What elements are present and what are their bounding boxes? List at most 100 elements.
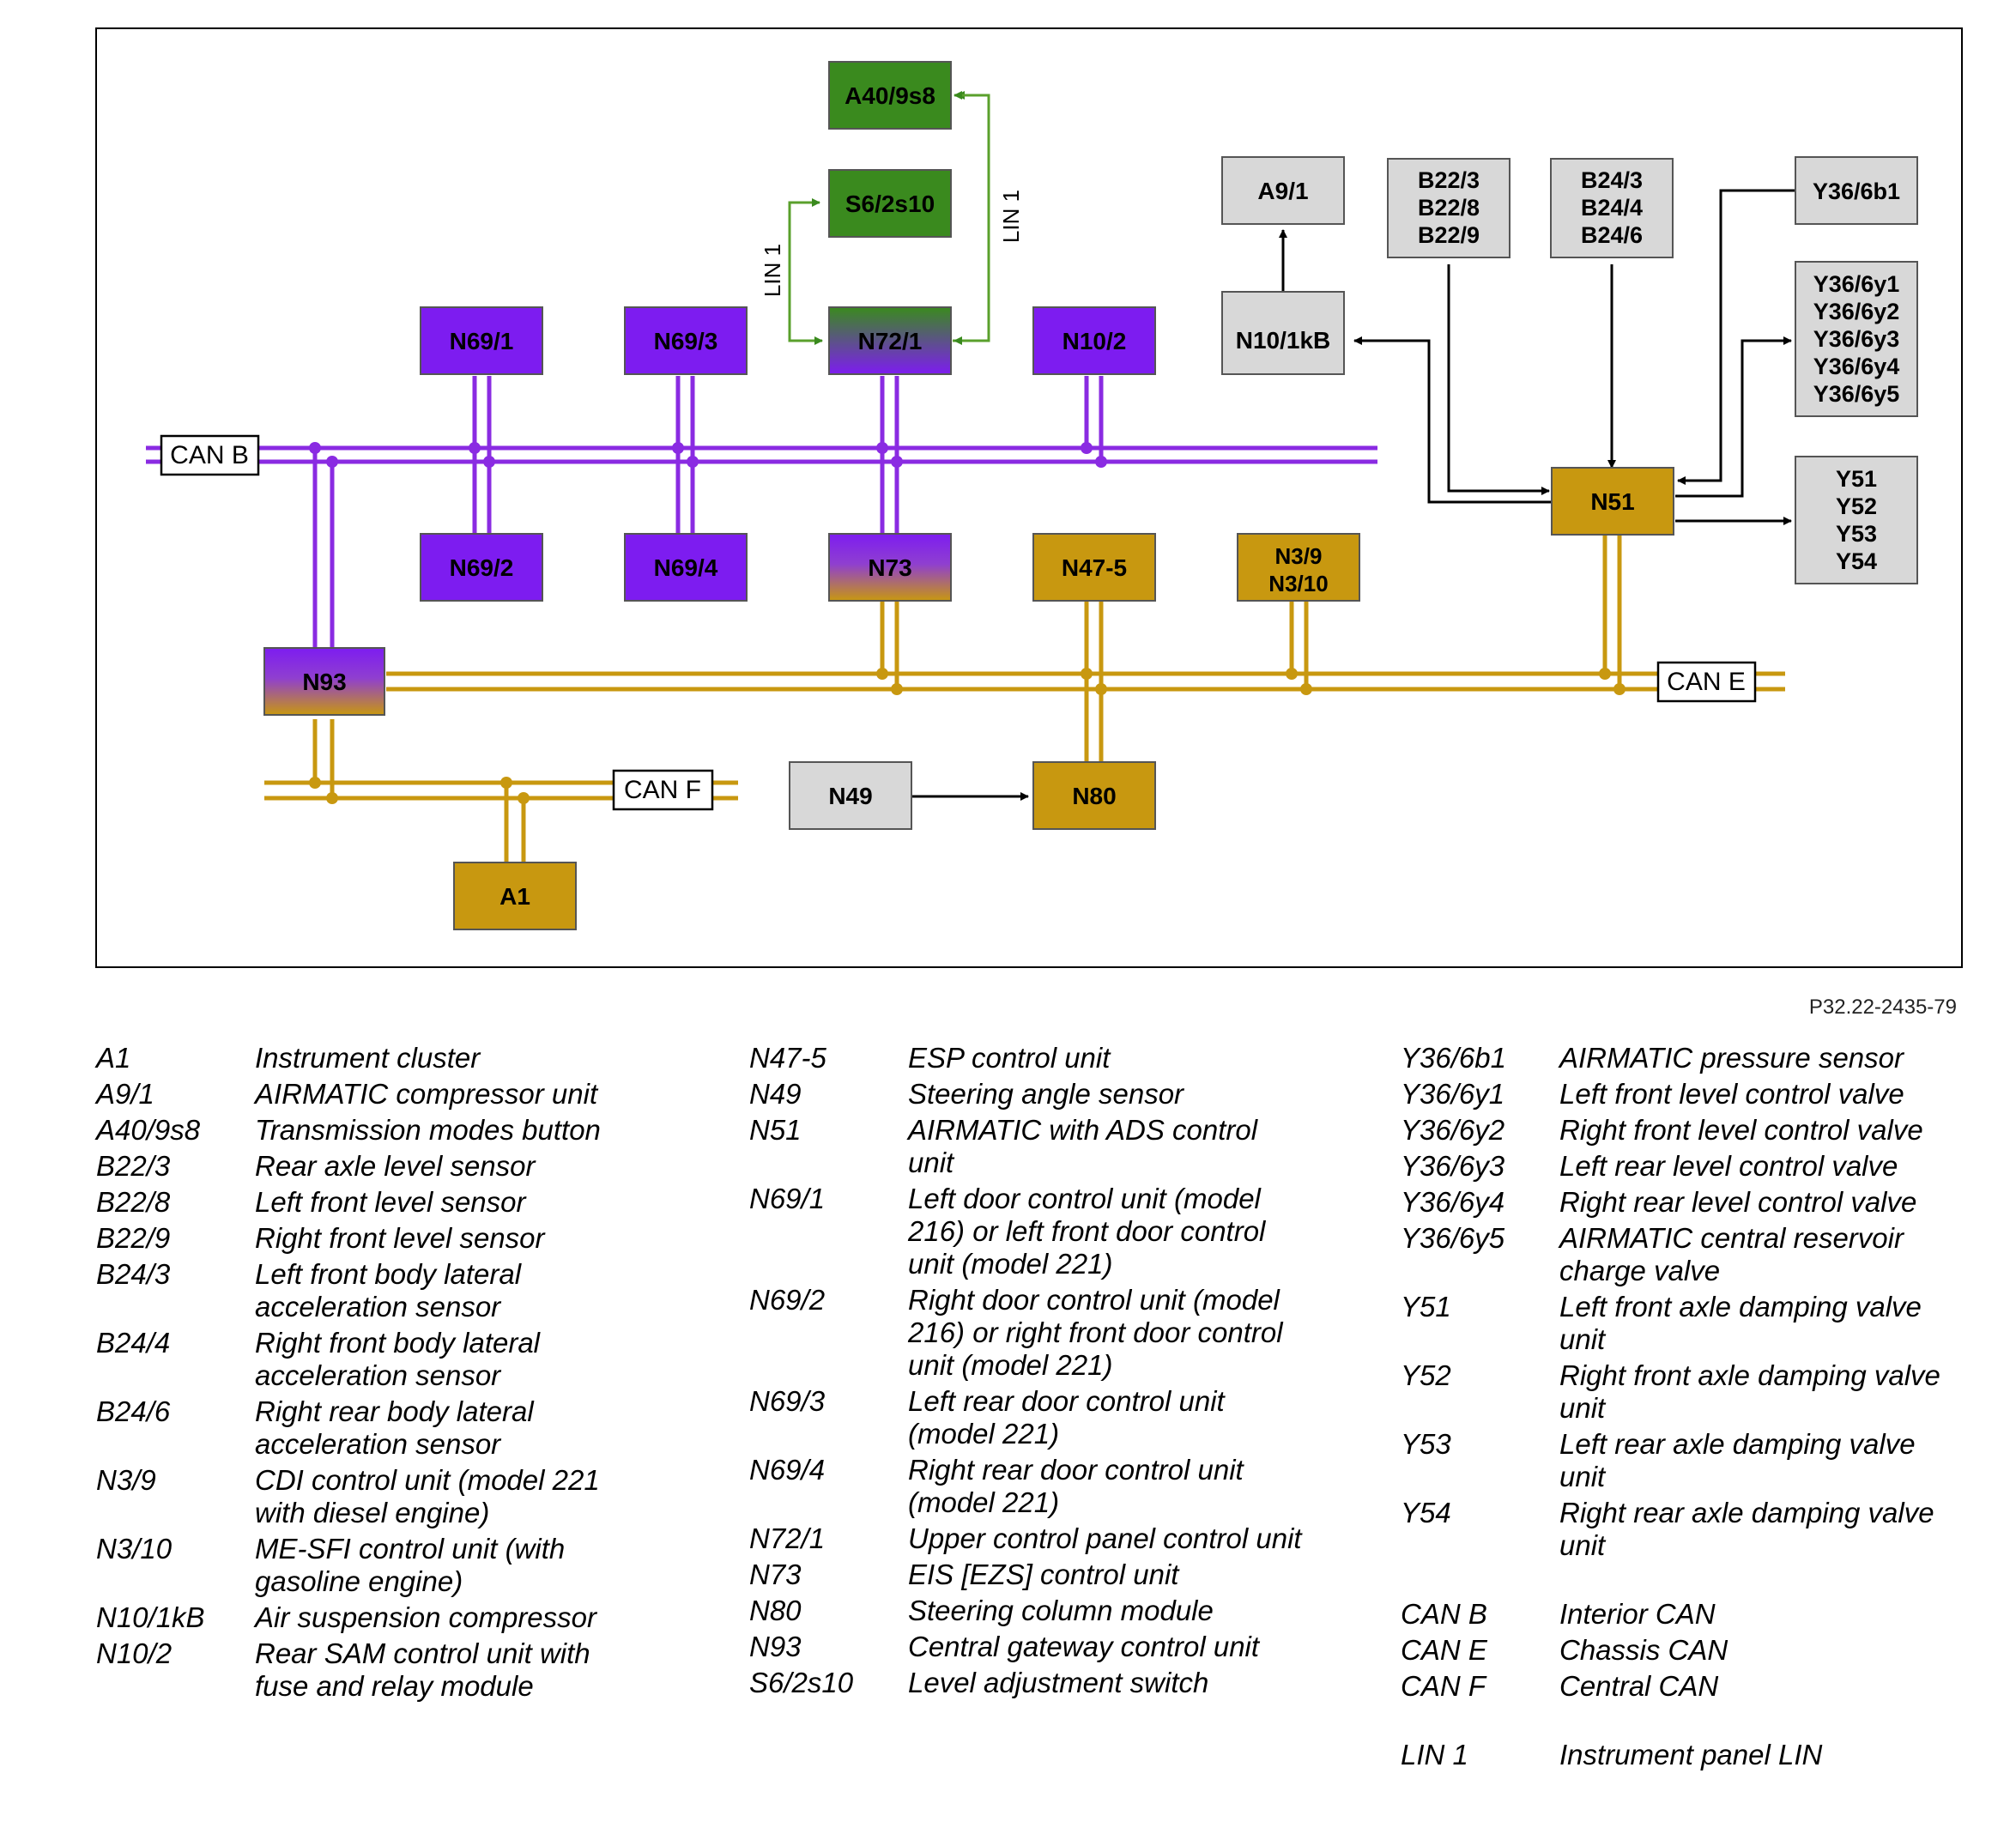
lin1-label-right: LIN 1 <box>998 190 1024 243</box>
legend-description: Instrument cluster <box>255 1042 481 1074</box>
can-f-label: CAN F <box>624 776 701 804</box>
legend-description: Right front level control valve <box>1559 1114 1923 1146</box>
node-y53-label: Y53 <box>1836 521 1877 547</box>
node-a40-9s8-label: A40/9s8 <box>845 82 935 109</box>
legend-item-row: B22/8 Left front level sensor <box>96 1186 624 1219</box>
can-b-junctions <box>309 442 1107 468</box>
legend-description: ESP control unit <box>908 1042 1111 1074</box>
diagram-frame <box>95 27 1963 968</box>
legend-description: Steering column module <box>908 1595 1214 1626</box>
can-b-bus <box>146 376 1377 648</box>
legend-code: N47-5 <box>749 1042 826 1074</box>
node-n80-label: N80 <box>1072 783 1116 809</box>
node-n10-1kb: N10/1kB <box>1221 291 1345 375</box>
legend-description: ME-SFI control unit (with gasoline engin… <box>255 1533 566 1597</box>
legend-description: Steering angle sensor <box>908 1078 1184 1110</box>
legend-description: Rear SAM control unit with fuse and rela… <box>255 1637 590 1702</box>
node-a9-1-label: A9/1 <box>1257 178 1308 204</box>
legend-code: N69/4 <box>749 1454 826 1486</box>
node-y36-6y4-label: Y36/6y4 <box>1813 354 1900 379</box>
node-y36-6y3-label: Y36/6y3 <box>1813 326 1900 352</box>
legend-code: Y36/6y5 <box>1401 1222 1505 1254</box>
legend-code: B24/4 <box>96 1327 171 1359</box>
legend-spacer <box>1401 1565 1971 1598</box>
legend-code: N72/1 <box>749 1522 826 1554</box>
legend-code: N51 <box>749 1114 802 1146</box>
legend-description: Left rear axle damping valve unit <box>1559 1428 1916 1492</box>
lin1-links <box>788 91 990 345</box>
legend-item-row: N49 Steering angle sensor <box>749 1078 1311 1111</box>
legend-code: S6/2s10 <box>749 1667 854 1698</box>
network-diagram: CAN B CAN E CAN F LIN 1 LIN 1 A40/9s8 S6… <box>95 27 1963 968</box>
node-n10-2: N10/2 <box>1032 306 1156 375</box>
node-n49: N49 <box>789 761 912 830</box>
legend-description: Left front axle damping valve unit <box>1559 1291 1922 1355</box>
node-n73: N73 <box>828 533 952 602</box>
legend-item-row: Y53 Left rear axle damping valve unit <box>1401 1428 1971 1493</box>
node-n93-label: N93 <box>302 669 346 695</box>
legend-code: N69/3 <box>749 1385 826 1417</box>
legend-code: Y36/6y2 <box>1401 1114 1505 1146</box>
node-y36-6b1: Y36/6b1 <box>1795 156 1918 225</box>
can-e-junctions <box>876 668 1626 695</box>
legend-code: N49 <box>749 1078 802 1110</box>
legend-description: Left front level sensor <box>255 1186 526 1218</box>
node-n3-10-label: N3/10 <box>1268 571 1328 596</box>
node-y51-label: Y51 <box>1836 466 1877 492</box>
can-b-label-box: CAN B <box>160 434 260 476</box>
legend-description: Central gateway control unit <box>908 1631 1260 1662</box>
node-n73-label: N73 <box>868 554 911 581</box>
legend-description: Right rear door control unit (model 221) <box>908 1454 1244 1518</box>
node-n69-2: N69/2 <box>420 533 543 602</box>
legend-description: AIRMATIC pressure sensor <box>1559 1042 1904 1074</box>
legend-code: B24/6 <box>96 1395 171 1427</box>
node-n69-3-label: N69/3 <box>654 328 718 354</box>
legend-description: Interior CAN <box>1559 1598 1716 1630</box>
legend-code: B22/8 <box>96 1186 171 1218</box>
legend-description: EIS [EZS] control unit <box>908 1559 1179 1590</box>
node-y36-6y5-label: Y36/6y5 <box>1813 381 1900 407</box>
legend-item-row: N10/2 Rear SAM control unit with fuse and… <box>96 1637 624 1703</box>
legend-description: Upper control panel control unit <box>908 1522 1302 1554</box>
legend-code: N10/2 <box>96 1637 173 1669</box>
legend-description: Right front axle damping valve unit <box>1559 1359 1940 1424</box>
node-n47-5-label: N47-5 <box>1062 554 1127 581</box>
node-b22-9-label: B22/9 <box>1418 222 1480 248</box>
node-s6-2s10-label: S6/2s10 <box>845 191 935 217</box>
legend-item-row: Y36/6y2 Right front level control valve <box>1401 1114 1971 1147</box>
node-n47-5: N47-5 <box>1032 533 1156 602</box>
legend-item-row: Y36/6b1 AIRMATIC pressure sensor <box>1401 1042 1971 1074</box>
legend-spacer <box>1401 1706 1971 1739</box>
legend-description: CDI control unit (model 221 with diesel … <box>255 1464 600 1528</box>
legend-description: Right rear axle damping valve unit <box>1559 1497 1934 1561</box>
node-b24-3-label: B24/3 <box>1581 167 1643 193</box>
legend-code: Y53 <box>1401 1428 1451 1460</box>
legend-code: Y36/6b1 <box>1401 1042 1506 1074</box>
legend-code: CAN E <box>1401 1634 1487 1666</box>
legend-code: CAN F <box>1401 1670 1486 1702</box>
node-b24-group: B24/3 B24/4 B24/6 <box>1550 158 1674 258</box>
can-b-label: CAN B <box>170 441 249 469</box>
legend-description: Transmission modes button <box>255 1114 601 1146</box>
